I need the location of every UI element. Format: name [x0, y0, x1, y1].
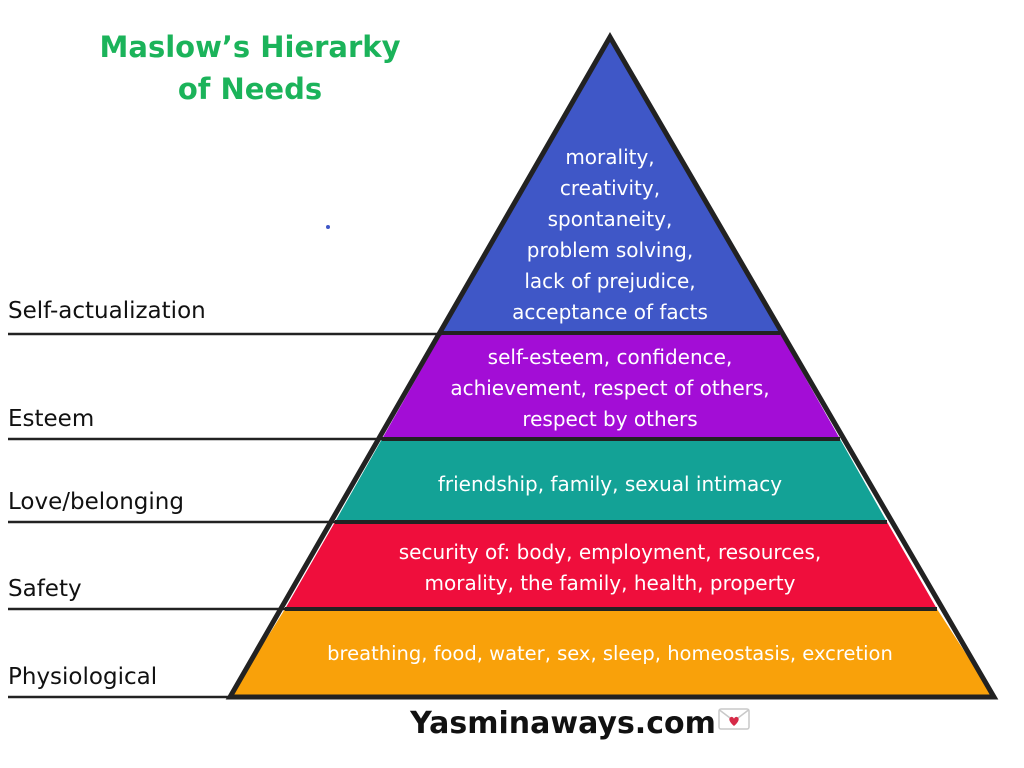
tier-esteem	[382, 333, 840, 439]
label-safety: Safety	[8, 576, 82, 602]
text-physiological: breathing, food, water, sex, sleep, home…	[260, 638, 960, 669]
text-physiological-line: breathing, food, water, sex, sleep, home…	[327, 642, 893, 665]
text-self-actualization-line: lack of prejudice,	[524, 269, 696, 293]
text-safety-line: morality, the family, health, property	[424, 571, 796, 595]
text-love-belonging-line: friendship, family, sexual intimacy	[437, 472, 783, 496]
label-lines	[8, 332, 442, 699]
text-safety-line: security of: body, employment, resources…	[398, 540, 822, 564]
tier-love-belonging	[335, 439, 887, 522]
text-self-actualization-line: problem solving,	[526, 238, 694, 262]
text-self-actualization-line: morality,	[565, 145, 655, 169]
stray-dot	[326, 225, 330, 229]
text-esteem-line: achievement, respect of others,	[450, 376, 770, 400]
diagram-title: Maslow’s Hierarky of Needs	[60, 26, 440, 110]
label-physiological: Physiological	[8, 664, 158, 690]
site-footer: Yasminaways.com	[380, 706, 780, 742]
text-esteem-line: self-esteem, confidence,	[487, 345, 733, 369]
text-self-actualization-line: acceptance of facts	[512, 300, 708, 324]
text-self-actualization-line: creativity,	[559, 176, 661, 200]
tier-self-actualization	[442, 37, 780, 333]
text-safety: security of: body, employment, resources…	[320, 537, 900, 599]
label-self-actualization: Self-actualization	[8, 298, 206, 324]
tier-physiological	[230, 609, 994, 697]
text-esteem-line: respect by others	[522, 407, 698, 431]
title-line-1: Maslow’s Hierarky	[99, 30, 401, 64]
text-self-actualization: morality, creativity, spontaneity, probl…	[460, 142, 760, 328]
site-name: Yasminaways.com	[410, 706, 716, 741]
label-love-belonging: Love/belonging	[8, 489, 184, 515]
title-line-2: of Needs	[177, 72, 323, 106]
text-esteem: self-esteem, confidence, achievement, re…	[410, 342, 810, 435]
pyramid-outline	[225, 32, 999, 700]
text-self-actualization-line: spontaneity,	[547, 207, 673, 231]
label-esteem: Esteem	[8, 406, 95, 432]
tier-dividers	[285, 331, 937, 611]
love-letter-icon	[718, 704, 750, 739]
text-love-belonging: friendship, family, sexual intimacy	[360, 469, 860, 500]
tier-safety	[285, 522, 937, 609]
